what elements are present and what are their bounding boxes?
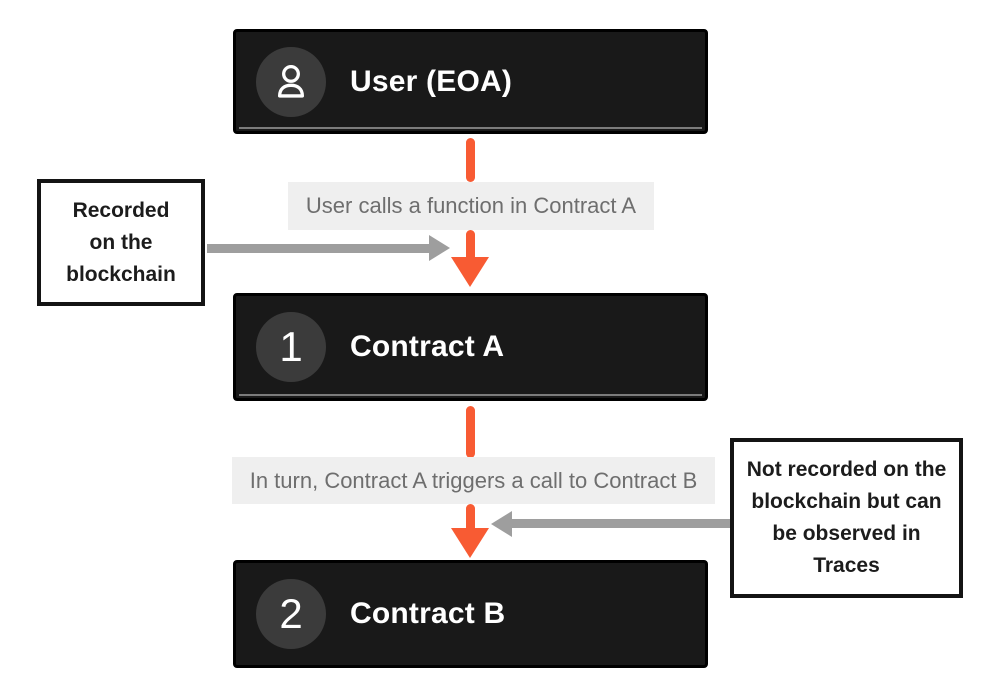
step-number: 2 — [279, 590, 303, 637]
flow-arrow-2-shaft-bottom — [466, 504, 475, 530]
node-title-contract-b: Contract B — [350, 597, 506, 630]
node-contract-a: 1 Contract A — [233, 293, 708, 401]
flow-arrow-1-head — [451, 257, 489, 287]
edge-label-text: User calls a function in Contract A — [305, 193, 637, 218]
person-icon — [277, 64, 305, 98]
step-2-circle: 2 — [256, 579, 326, 649]
flow-arrow-2-head — [451, 528, 489, 558]
node-title-contract-a: Contract A — [350, 330, 505, 363]
node-title-user: User (EOA) — [350, 64, 513, 98]
note-text: Recorded on the blockchain — [66, 198, 176, 286]
node-user-eoa: User (EOA) — [233, 29, 708, 134]
step-1-circle: 1 — [256, 312, 326, 382]
note-recorded-on-chain: Recorded on the blockchain — [37, 179, 205, 306]
side-arrow-left-shaft — [207, 244, 429, 253]
step-number: 1 — [279, 323, 303, 370]
note-not-recorded-traces: Not recorded on the blockchain but can b… — [730, 438, 963, 598]
node-contract-b: 2 Contract B — [233, 560, 708, 668]
user-avatar-circle — [256, 46, 326, 117]
side-arrow-right-head — [491, 511, 512, 537]
flow-arrow-2-shaft-top — [466, 406, 475, 458]
flow-arrow-1-shaft-bottom — [466, 230, 475, 258]
edge-label-text: In turn, Contract A triggers a call to C… — [249, 467, 698, 493]
side-arrow-left-head — [429, 235, 450, 261]
side-arrow-right-shaft — [511, 519, 730, 528]
flow-arrow-1-shaft-top — [466, 138, 475, 182]
box-bottom-highlight — [239, 394, 702, 396]
edge-label-user-to-a: User calls a function in Contract A — [288, 182, 654, 230]
note-text: Not recorded on the blockchain but can b… — [746, 458, 947, 577]
box-bottom-highlight — [239, 127, 702, 129]
edge-label-a-to-b: In turn, Contract A triggers a call to C… — [232, 457, 715, 504]
